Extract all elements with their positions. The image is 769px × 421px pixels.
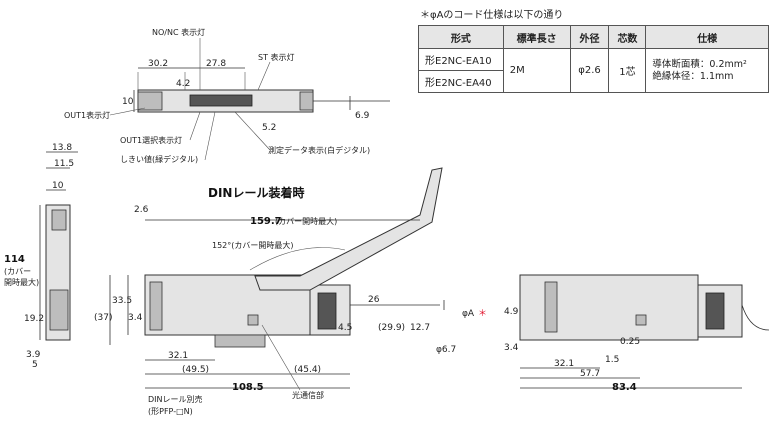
din-view-connector <box>317 292 337 330</box>
dim-4-9: 4.9 <box>504 307 519 317</box>
spec-cell: 導体断面積：0.2mm² 絶縁体径：1.1mm <box>645 48 769 93</box>
dim-2-6: 2.6 <box>134 205 149 215</box>
dim-57-7: 57.7 <box>580 369 600 379</box>
dim-114: 114 <box>4 254 25 265</box>
top-view-end-cap <box>137 91 163 111</box>
dim-83-4: 83.4 <box>612 382 637 393</box>
dim-4-2: 4.2 <box>176 79 190 89</box>
dim-3-9: 3.9 <box>26 350 41 360</box>
dim-12-7: 12.7 <box>410 323 430 333</box>
top-view: 30.2 27.8 4.2 10 5.2 6.9 NO/NC 表示灯 ST 表示… <box>64 27 390 164</box>
cord-spec-section: ＊φAのコード仕様は以下の通り 形式 標準長さ 外径 芯数 仕様 形E2NC-E… <box>418 6 769 93</box>
dim-37: (37) <box>94 313 112 323</box>
digital-display <box>189 94 253 107</box>
dim-phi-a: φA <box>462 309 475 319</box>
dim-10-top: 10 <box>122 97 134 107</box>
header-spec: 仕様 <box>645 25 769 49</box>
din-view-title: DINレール装着時 <box>208 185 304 200</box>
cord-spec-table: 形式 標準長さ 外径 芯数 仕様 形E2NC-EA10 2M φ2.6 1芯 導… <box>418 25 769 93</box>
dim-49-5: (49.5) <box>182 365 209 375</box>
dim-11-5: 11.5 <box>54 159 74 169</box>
label-measure-display: 測定データ表示(白デジタル) <box>268 145 370 155</box>
dim-5-side: 5 <box>32 360 38 370</box>
dim-32-1-right: 32.1 <box>554 359 574 369</box>
dim-phi-6-7: φ6.7 <box>436 345 456 355</box>
open-cover <box>254 167 443 291</box>
top-view-cable-end <box>299 91 314 111</box>
label-out1-select: OUT1選択表示灯 <box>120 135 182 145</box>
dim-114-note-2: 開時最大) <box>4 277 39 287</box>
dim-27-8: 27.8 <box>206 59 226 69</box>
left-side-view: 13.8 11.5 10 114 (カバー 開時最大) 19.2 3.9 5 <box>4 143 78 370</box>
right-view: 4.9 3.4 0.25 32.1 1.5 57.7 83.4 <box>504 274 769 393</box>
label-din-rail-2: (形PFP-□N) <box>148 407 193 416</box>
din-rail-view: DINレール装着時 2.6 159.7 (カバー開時最大) 152°(カバー開時… <box>94 167 487 416</box>
dim-5-2: 5.2 <box>262 123 276 133</box>
dim-32-1-din: 32.1 <box>168 351 188 361</box>
dim-114-note-1: (カバー <box>4 267 31 276</box>
dim-152-angle: 152°(カバー開時最大) <box>212 240 294 250</box>
header-model: 形式 <box>418 25 504 49</box>
dim-33-5: 33.5 <box>112 296 132 306</box>
spec-line-2: 絶縁体径：1.1mm <box>652 70 734 82</box>
diameter-cell: φ2.6 <box>569 48 610 93</box>
dim-0-25: 0.25 <box>620 337 640 347</box>
dim-29-9: (29.9) <box>378 323 405 333</box>
right-view-connector <box>705 292 725 330</box>
length-cell: 2M <box>502 48 571 93</box>
model-cell-2: 形E2NC-EA40 <box>418 70 504 93</box>
dim-30-2: 30.2 <box>148 59 168 69</box>
dim-13-8: 13.8 <box>52 143 72 153</box>
dim-6-9: 6.9 <box>355 111 370 121</box>
label-threshold: しきい値(緑デジタル) <box>120 154 198 164</box>
label-optical-comm: 光通信部 <box>292 390 324 400</box>
label-out1-indicator: OUT1表示灯 <box>64 110 110 120</box>
label-st-indicator: ST 表示灯 <box>258 52 295 62</box>
cord-spec-note: ＊φAのコード仕様は以下の通り <box>420 10 564 21</box>
dim-1-5: 1.5 <box>605 355 619 365</box>
dim-4-5: 4.5 <box>338 323 352 333</box>
dim-3-4-din: 3.4 <box>128 313 143 323</box>
din-rail <box>214 334 266 348</box>
header-diameter: 外径 <box>569 25 610 49</box>
dim-108-5: 108.5 <box>232 382 264 393</box>
spec-line-1: 導体断面積：0.2mm² <box>652 58 747 70</box>
header-length: 標準長さ <box>502 25 571 49</box>
dim-45-4: (45.4) <box>294 365 321 375</box>
dim-159-7-note: (カバー開時最大) <box>275 216 337 226</box>
cores-cell: 1芯 <box>608 48 647 93</box>
star-marker: ＊ <box>478 309 487 319</box>
label-nonc-indicator: NO/NC 表示灯 <box>152 27 205 37</box>
table-header-row: 形式 標準長さ 外径 芯数 仕様 <box>418 25 769 49</box>
dim-19-2: 19.2 <box>24 314 44 324</box>
dim-26: 26 <box>368 295 380 305</box>
label-din-rail-1: DINレール別売 <box>148 394 203 404</box>
dim-159-7: 159.7 <box>250 216 282 227</box>
dim-3-4-right: 3.4 <box>504 343 519 353</box>
table-row: 形E2NC-EA40 <box>418 70 769 93</box>
table-row: 形E2NC-EA10 2M φ2.6 1芯 導体断面積：0.2mm² 絶縁体径：… <box>418 48 769 93</box>
dim-10-side: 10 <box>52 181 64 191</box>
